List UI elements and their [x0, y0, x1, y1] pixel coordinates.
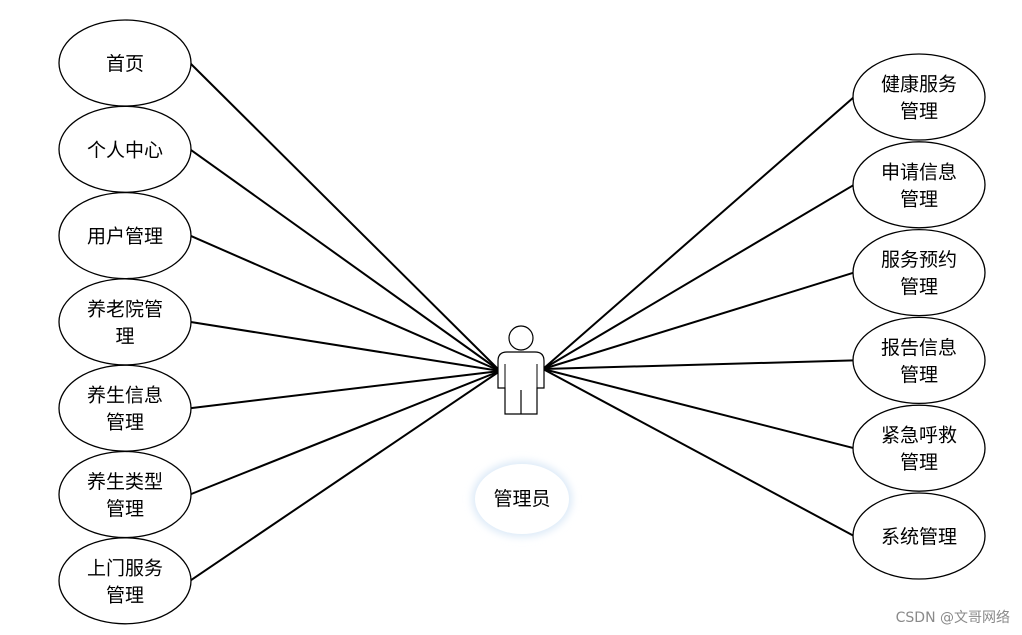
use-case-label: 上门服务	[87, 557, 163, 579]
use-case-label: 服务预约	[881, 249, 957, 271]
use-case-ellipse	[852, 492, 986, 580]
use-case-label: 管理	[900, 101, 938, 123]
use-case-label: 用户管理	[87, 226, 163, 248]
association-line-wellness-type-management	[189, 370, 501, 496]
use-case-label: 管理	[900, 188, 938, 210]
use-case-label: 报告信息	[881, 337, 957, 359]
use-case-home[interactable]: 首页	[58, 19, 192, 107]
association-line-user-management	[189, 234, 501, 372]
use-case-label: 申请信息	[881, 161, 957, 183]
association-line-system-management	[542, 368, 855, 537]
association-line-personal-center	[189, 148, 501, 372]
association-line-health-service-management	[542, 96, 855, 370]
use-case-ellipse	[852, 141, 986, 229]
use-case-user-management[interactable]: 用户管理	[58, 191, 192, 280]
association-line-application-info-management	[542, 183, 855, 370]
association-line-home	[189, 62, 501, 372]
use-case-ellipse	[58, 364, 192, 452]
use-case-ellipse	[58, 537, 192, 625]
association-line-service-booking-management	[542, 271, 855, 370]
use-case-ellipse	[58, 450, 192, 539]
use-case-label: 管理	[106, 412, 144, 434]
actor-body	[497, 351, 545, 415]
watermark: CSDN @文哥网络	[895, 610, 1010, 626]
association-line-home-service-management	[189, 370, 501, 582]
use-case-label: 管理	[106, 498, 144, 520]
actor-label-background	[475, 464, 569, 534]
association-line-report-info-management	[542, 359, 855, 370]
actor-label: 管理员	[493, 488, 550, 510]
actor-admin[interactable]: 管理员	[472, 325, 572, 537]
use-case-label: 养生类型	[87, 471, 163, 493]
use-case-label: 管理	[106, 584, 144, 606]
use-case-ellipse	[852, 228, 986, 317]
use-case-ellipse	[852, 53, 986, 141]
use-case-label: 管理	[900, 276, 938, 298]
use-case-label: 养生信息	[87, 385, 163, 407]
use-case-label: 养老院管	[87, 298, 163, 320]
use-case-label: 系统管理	[881, 526, 957, 548]
association-line-nursing-home-management	[189, 320, 501, 372]
use-case-label: 首页	[106, 53, 144, 75]
association-line-wellness-info-management	[189, 370, 501, 410]
use-case-ellipse	[58, 278, 192, 366]
association-lines	[189, 62, 855, 582]
use-case-label: 管理	[900, 364, 938, 386]
use-case-personal-center[interactable]: 个人中心	[58, 105, 192, 193]
use-case-label: 管理	[900, 452, 938, 474]
association-line-emergency-call-management	[542, 368, 855, 450]
use-case-system-management[interactable]: 系统管理	[852, 492, 986, 580]
use-case-label: 个人中心	[87, 139, 163, 161]
use-case-label: 紧急呼救	[881, 425, 957, 447]
use-case-ellipse	[852, 316, 986, 405]
actor-head	[508, 325, 534, 351]
use-case-ellipse	[852, 404, 986, 492]
use-case-label: 理	[115, 325, 134, 347]
use-case-label: 健康服务	[881, 74, 957, 96]
